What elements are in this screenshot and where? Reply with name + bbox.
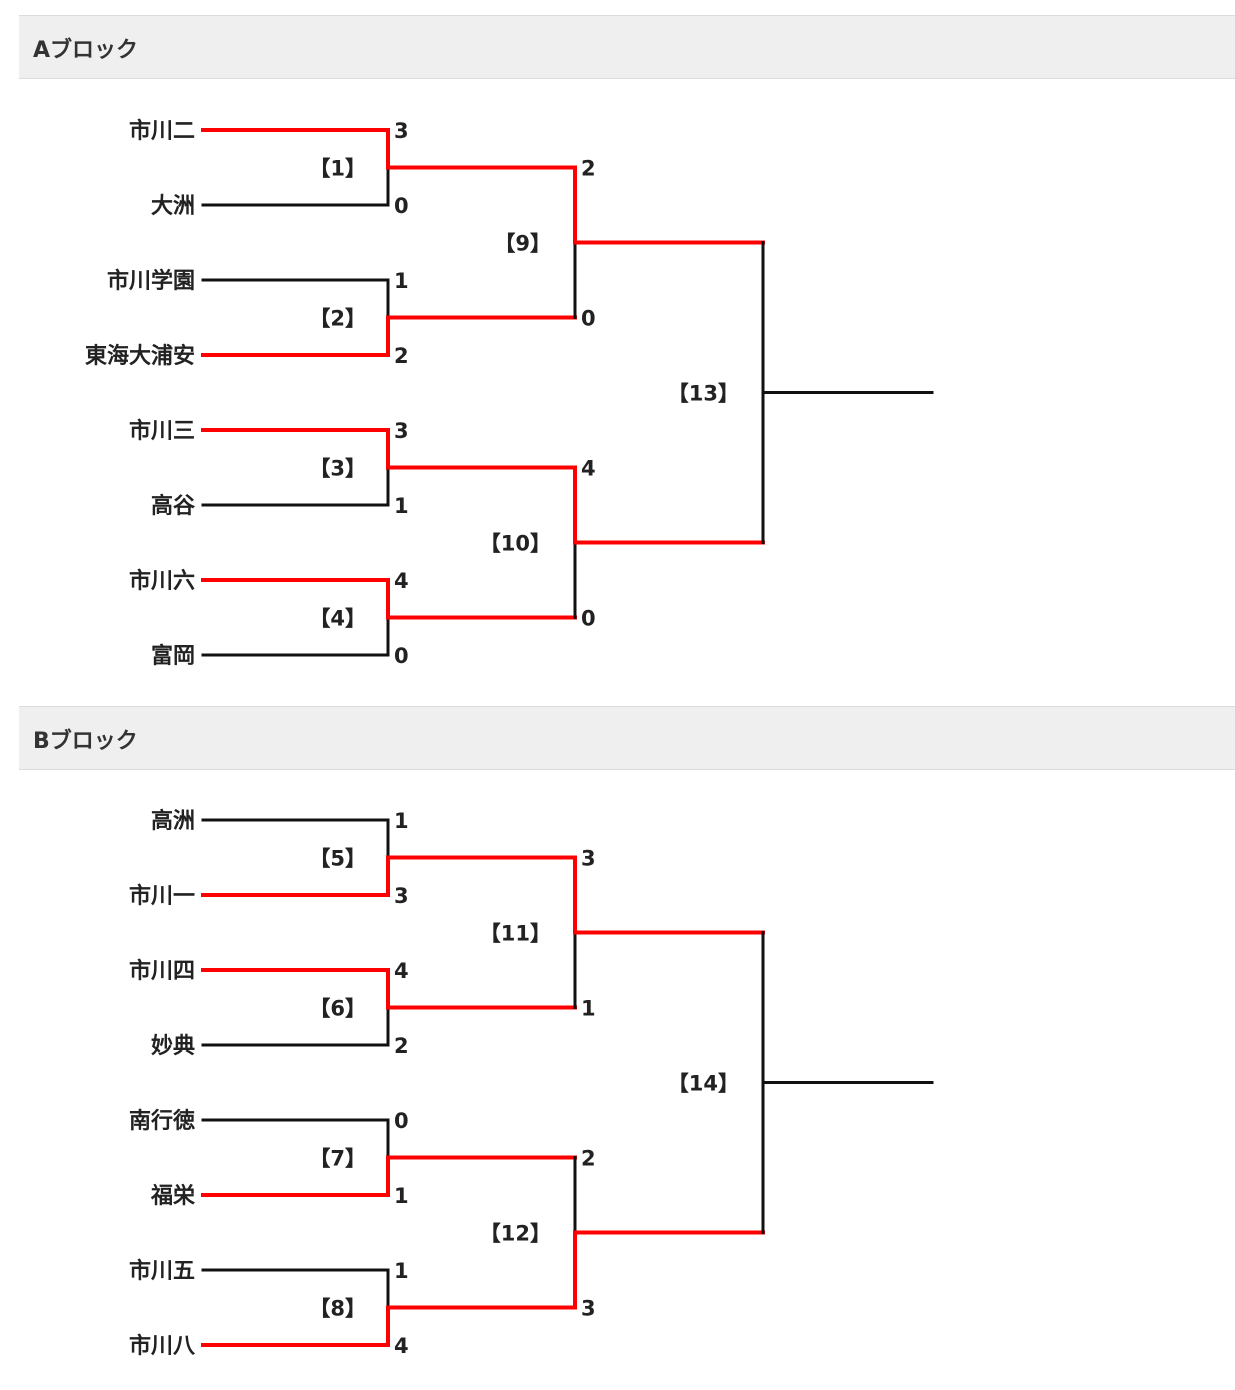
match-label: 【8】 bbox=[309, 1297, 366, 1321]
match-label: 【1】 bbox=[309, 157, 366, 181]
score-label: 0 bbox=[581, 607, 596, 631]
team-name: 市川八 bbox=[129, 1333, 196, 1359]
team-name: 市川一 bbox=[129, 883, 195, 909]
score-label: 0 bbox=[394, 1109, 409, 1133]
match-label: 【13】 bbox=[668, 382, 739, 406]
score-label: 3 bbox=[394, 884, 409, 908]
team-name: 南行徳 bbox=[129, 1108, 195, 1134]
score-label: 3 bbox=[394, 419, 409, 443]
score-label: 2 bbox=[581, 157, 596, 181]
match-label: 【6】 bbox=[309, 997, 366, 1021]
score-label: 2 bbox=[394, 1034, 409, 1058]
score-label: 1 bbox=[394, 1259, 409, 1283]
score-label: 1 bbox=[394, 269, 409, 293]
match-label: 【10】 bbox=[480, 532, 551, 556]
match-label: 【14】 bbox=[668, 1072, 739, 1096]
match-label: 【5】 bbox=[309, 847, 366, 871]
team-name: 大洲 bbox=[151, 194, 195, 219]
block-a-header: Aブロック bbox=[19, 15, 1235, 79]
match-label: 【11】 bbox=[480, 922, 551, 946]
score-label: 1 bbox=[394, 494, 409, 518]
team-name: 東海大浦安 bbox=[85, 343, 195, 369]
match-label: 【9】 bbox=[494, 232, 551, 256]
score-label: 3 bbox=[394, 119, 409, 143]
score-label: 4 bbox=[394, 1334, 409, 1358]
score-label: 2 bbox=[581, 1147, 596, 1171]
team-name: 市川学園 bbox=[107, 268, 195, 294]
score-label: 0 bbox=[394, 194, 409, 218]
team-name: 高洲 bbox=[151, 808, 195, 834]
score-label: 3 bbox=[581, 847, 596, 871]
team-name: 妙典 bbox=[151, 1033, 195, 1059]
block-a-title: Aブロック bbox=[33, 38, 139, 63]
score-label: 1 bbox=[581, 997, 596, 1021]
block-b-header: Bブロック bbox=[19, 706, 1235, 770]
team-name: 市川三 bbox=[129, 418, 195, 444]
team-name: 市川二 bbox=[129, 118, 195, 144]
score-label: 1 bbox=[394, 809, 409, 833]
block-b-title: Bブロック bbox=[33, 729, 138, 754]
match-label: 【2】 bbox=[309, 307, 366, 331]
score-label: 1 bbox=[394, 1184, 409, 1208]
match-label: 【12】 bbox=[480, 1222, 551, 1246]
score-label: 3 bbox=[581, 1297, 596, 1321]
team-name: 市川五 bbox=[129, 1258, 195, 1284]
team-name: 市川四 bbox=[129, 958, 195, 984]
score-label: 2 bbox=[394, 344, 409, 368]
team-name: 市川六 bbox=[129, 568, 195, 594]
match-label: 【7】 bbox=[309, 1147, 366, 1171]
team-name: 富岡 bbox=[151, 643, 195, 669]
match-label: 【3】 bbox=[309, 457, 366, 481]
score-label: 4 bbox=[394, 959, 409, 983]
score-label: 0 bbox=[394, 644, 409, 668]
match-label: 【4】 bbox=[309, 607, 366, 631]
score-label: 4 bbox=[394, 569, 409, 593]
team-name: 高谷 bbox=[151, 493, 196, 519]
score-label: 0 bbox=[581, 307, 596, 331]
team-name: 福栄 bbox=[150, 1184, 196, 1209]
score-label: 4 bbox=[581, 457, 596, 481]
